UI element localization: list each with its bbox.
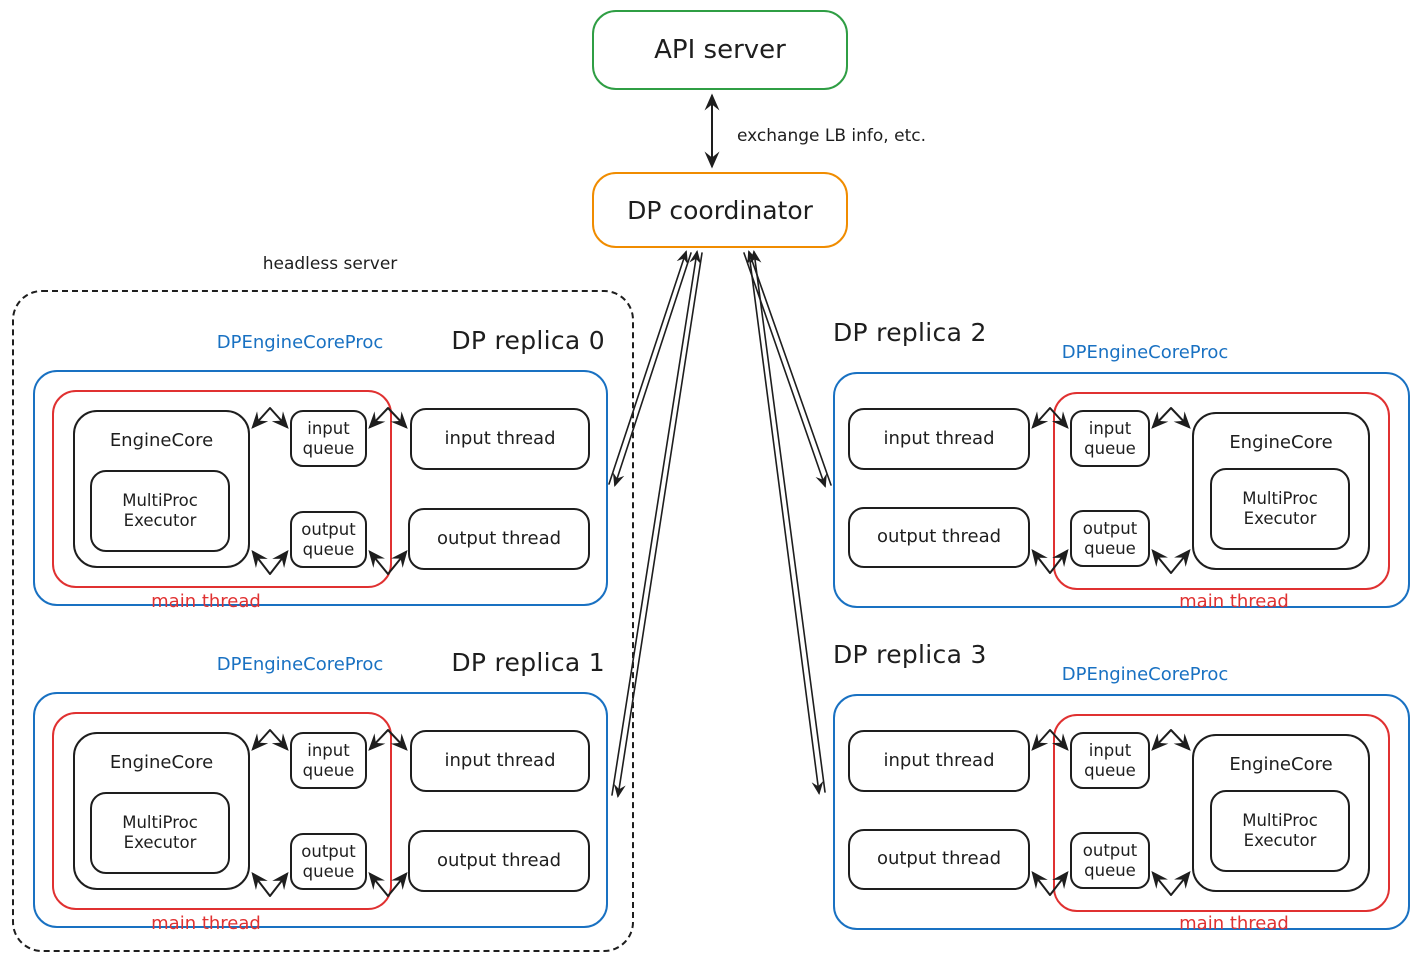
replica-0-engine-core-label: EngineCore (109, 430, 214, 451)
replica-3-proc-box (833, 694, 1410, 930)
replica-2-proc-label: DPEngineCoreProc (1061, 342, 1229, 363)
replica-0-output-queue-box: output queue (290, 511, 367, 568)
replica-3-output-thread-box: output thread (848, 829, 1030, 890)
replica-2-multiproc-box: MultiProc Executor (1210, 468, 1350, 550)
api-server-label: API server (654, 35, 786, 65)
replica-1-title: DP replica 1 (451, 648, 605, 677)
replica-0-proc-box (33, 370, 608, 606)
replica-0-input-queue-box: input queue (290, 410, 367, 467)
headless-server-label: headless server (262, 254, 398, 274)
replica-1-input-thread-box: input thread (410, 730, 590, 792)
replica-3-main-thread-box (1053, 714, 1390, 912)
arrow-coordinator-replica3-down (748, 252, 824, 796)
replica-2-engine-core-box: EngineCore (1192, 412, 1370, 570)
api-server-box: API server (592, 10, 848, 90)
replica-3-input-queue-box: input queue (1070, 732, 1150, 789)
replica-0-main-thread-label: main thread (151, 591, 261, 612)
replica-3-input-thread-box: input thread (848, 730, 1030, 792)
replica-1-input-queue-box: input queue (290, 732, 367, 789)
replica-3-title: DP replica 3 (833, 640, 987, 669)
replica-3-output-queue-box: output queue (1070, 832, 1150, 889)
replica-0-main-thread-box (52, 390, 392, 588)
replica-2-engine-core-label: EngineCore (1229, 432, 1333, 453)
replica-2-output-queue-box: output queue (1070, 510, 1150, 567)
replica-3-engine-core-box: EngineCore (1192, 734, 1370, 892)
replica-1-main-thread-box (52, 712, 392, 910)
replica-1-multiproc-box: MultiProc Executor (90, 792, 230, 874)
replica-1-output-thread-box: output thread (408, 830, 590, 892)
replica-0-output-thread-box: output thread (408, 508, 590, 570)
replica-0-multiproc-box: MultiProc Executor (90, 470, 230, 552)
replica-1-main-thread-label: main thread (151, 913, 261, 934)
replica-2-proc-box (833, 372, 1410, 608)
replica-3-main-thread-label: main thread (1179, 913, 1289, 934)
replica-2-output-thread-box: output thread (848, 507, 1030, 568)
dp-coordinator-box: DP coordinator (592, 172, 848, 248)
replica-3-multiproc-box: MultiProc Executor (1210, 790, 1350, 872)
replica-3-engine-core-label: EngineCore (1229, 754, 1333, 775)
replica-0-engine-core-box: EngineCore (73, 410, 250, 568)
replica-1-output-queue-box: output queue (290, 833, 367, 890)
dp-coordinator-label: DP coordinator (627, 195, 813, 225)
replica-2-input-queue-box: input queue (1070, 410, 1150, 467)
replica-2-title: DP replica 2 (833, 318, 987, 347)
replica-0-title: DP replica 0 (451, 326, 605, 355)
arrow-coordinator-replica2-down (743, 252, 827, 488)
replica-3-proc-label: DPEngineCoreProc (1061, 664, 1229, 685)
arrow-replica3-coordinator-up (749, 249, 826, 793)
arrow-replica2-coordinator-up (747, 250, 832, 486)
replica-1-engine-core-box: EngineCore (73, 732, 250, 890)
replica-1-engine-core-label: EngineCore (109, 752, 214, 773)
replica-2-main-thread-label: main thread (1179, 591, 1289, 612)
replica-0-input-thread-box: input thread (410, 408, 590, 470)
replica-1-proc-box (33, 692, 608, 928)
replica-2-main-thread-box (1053, 392, 1390, 590)
exchange-note: exchange LB info, etc. (737, 126, 926, 146)
replica-1-proc-label: DPEngineCoreProc (216, 654, 384, 675)
replica-2-input-thread-box: input thread (848, 408, 1030, 470)
replica-0-proc-label: DPEngineCoreProc (216, 332, 384, 353)
